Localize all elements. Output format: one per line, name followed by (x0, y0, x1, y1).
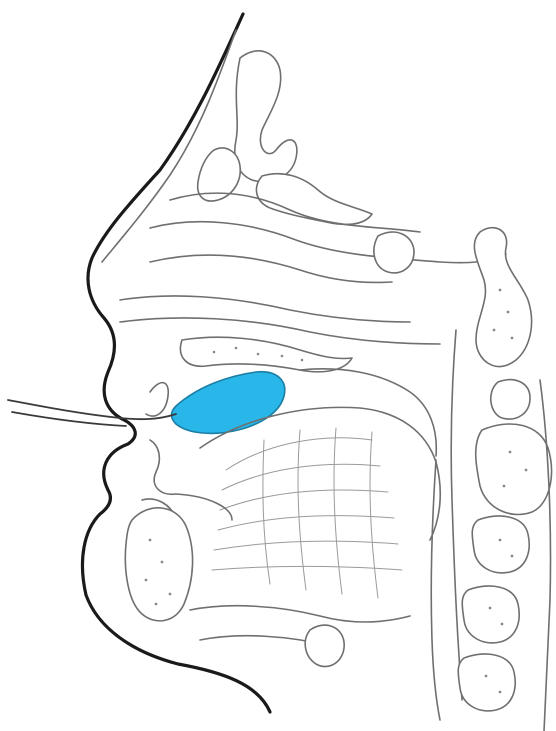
vertebra-c4 (462, 586, 519, 643)
vertebra-c2 (476, 424, 552, 514)
skull-base-line (150, 222, 506, 263)
floor-of-mouth (176, 494, 232, 520)
hyoid-bone (305, 625, 344, 666)
soft-palate (300, 369, 436, 456)
upper-lip-inner (150, 440, 176, 494)
nasal-ala (146, 383, 168, 416)
clivus (474, 228, 531, 367)
nasal-dorsum-inner-line (102, 30, 236, 262)
mandible (125, 508, 192, 621)
cervical-vertebrae (458, 380, 551, 711)
sphenoid-bone (374, 232, 414, 273)
pharynx-anterior-wall (431, 460, 440, 720)
hyoid-line (190, 606, 410, 622)
pharynx-posterior-wall (451, 330, 462, 700)
tongue-muscle-fibers (212, 428, 402, 598)
frontal-sinus-bone (235, 51, 297, 182)
vertebra-c5 (458, 654, 515, 711)
nasal-tube-lower (12, 412, 126, 426)
hard-palate (180, 337, 352, 372)
highlighted-nasal-region (172, 372, 285, 434)
vertebra-c3 (472, 516, 529, 573)
vertebra-c1 (491, 380, 530, 419)
superior-concha (150, 255, 392, 282)
ethmoid-bone (256, 174, 372, 225)
spinal-posterior-line (540, 380, 551, 731)
